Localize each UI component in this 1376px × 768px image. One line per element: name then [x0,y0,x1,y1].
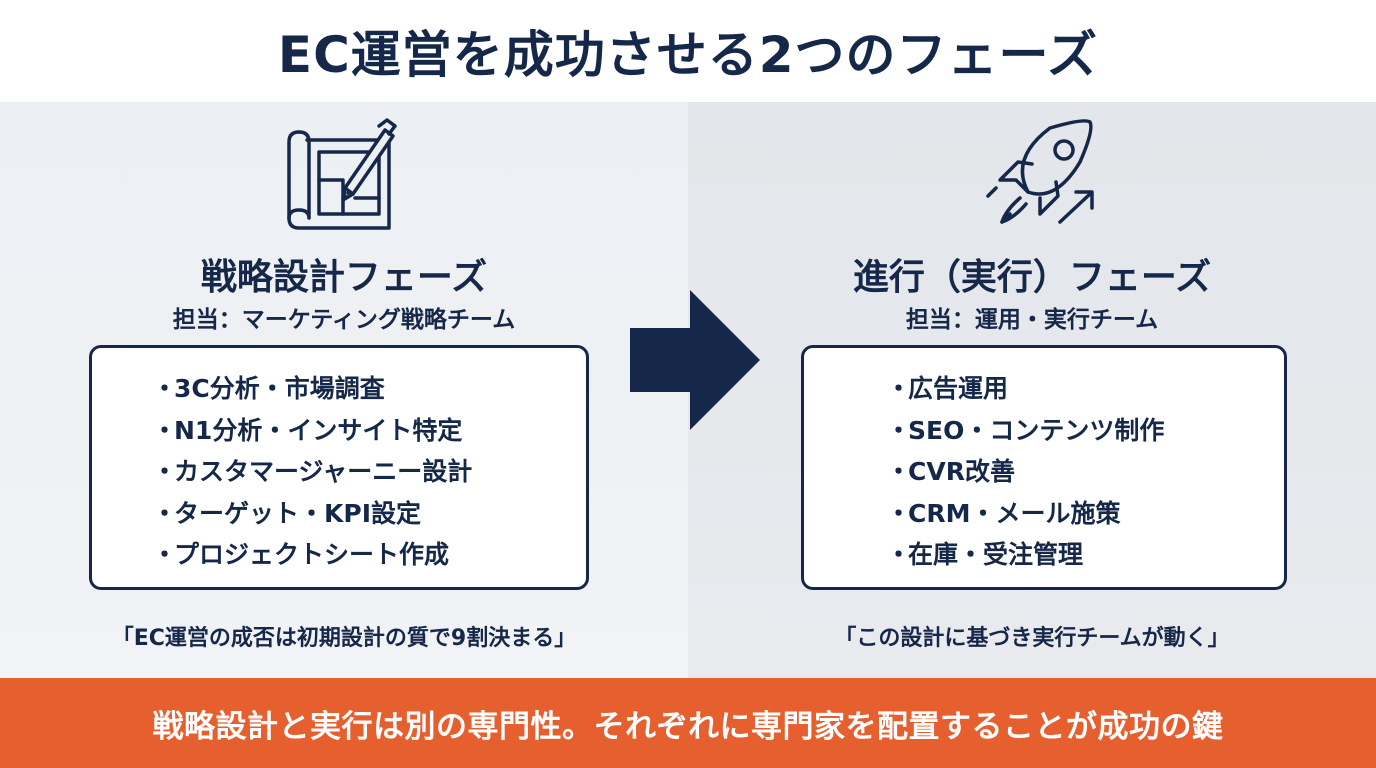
execution-phase-owner: 担当：運用・実行チーム [905,307,1159,333]
strategy-phase-title: 戦略設計フェーズ [200,257,488,298]
bullet: ・ [152,457,178,486]
execution-task-box: ・広告運用 ・SEO・コンテンツ制作 ・CVR改善 ・CRM・メール施策 ・在庫… [801,345,1287,590]
bullet: ・ [886,374,912,403]
list-item: ・カスタマージャーニー設計 [152,451,472,493]
strategy-quote: 「EC運営の成否は初期設計の質で9割決まる」 [111,626,577,651]
list-item: ・広告運用 [886,368,1164,410]
execution-task-list: ・広告運用 ・SEO・コンテンツ制作 ・CVR改善 ・CRM・メール施策 ・在庫… [886,368,1164,576]
execution-phase-title: 進行（実行）フェーズ [852,257,1212,298]
list-item: ・CRM・メール施策 [886,493,1164,535]
bullet: ・ [886,415,912,445]
rocket-icon [986,119,1094,224]
strategy-phase-owner: 担当：マーケティング戦略チーム [172,307,516,333]
footer-banner: 戦略設計と実行は別の専門性。それぞれに専門家を配置することが成功の鍵 [0,678,1376,768]
execution-quote: 「この設計に基づき実行チームが動く」 [834,626,1230,651]
strategy-task-list: ・3C分析・市場調査 ・N1分析・インサイト特定 ・カスタマージャーニー設計 ・… [152,368,472,576]
list-item: ・3C分析・市場調査 [152,368,472,410]
bullet: ・ [152,415,178,445]
list-item: ・在庫・受注管理 [886,534,1164,576]
bullet: ・ [886,498,912,528]
strategy-task-box: ・3C分析・市場調査 ・N1分析・インサイト特定 ・カスタマージャーニー設計 ・… [89,345,589,590]
blueprint-pencil-icon [287,118,397,230]
right-arrow-icon [630,290,760,430]
list-item: ・CVR改善 [886,451,1164,493]
list-item: ・プロジェクトシート作成 [152,534,472,576]
bullet: ・ [152,374,178,403]
footer-message: 戦略設計と実行は別の専門性。それぞれに専門家を配置することが成功の鍵 [152,708,1224,745]
list-item: ・SEO・コンテンツ制作 [886,410,1164,452]
bullet: ・ [152,498,178,528]
page-title: EC運営を成功させる2つのフェーズ [277,26,1099,84]
bullet: ・ [152,540,178,569]
bullet: ・ [886,540,912,569]
list-item: ・ターゲット・KPI設定 [152,493,472,535]
list-item: ・N1分析・インサイト特定 [152,410,472,452]
header: EC運営を成功させる2つのフェーズ [0,0,1376,102]
bullet: ・ [886,457,912,486]
